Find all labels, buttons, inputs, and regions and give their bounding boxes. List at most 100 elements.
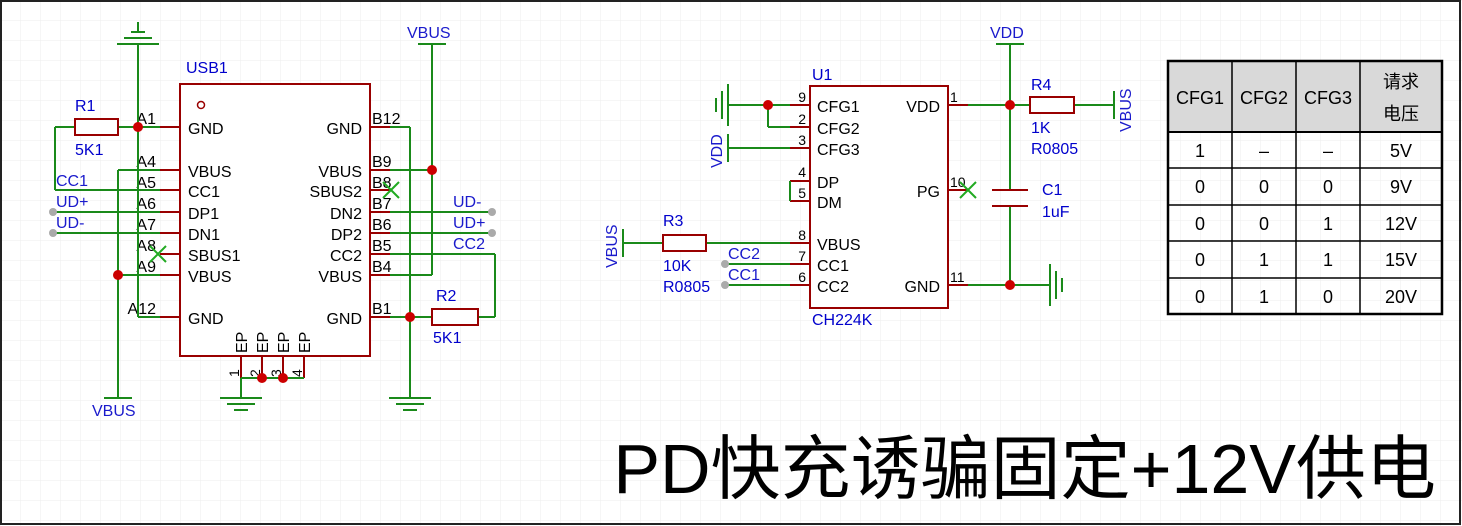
ic-pin-num-5: 5 [798,185,806,201]
no-connect-a8 [149,245,167,263]
r1-ref: R1 [75,98,96,115]
usb-pin-num-a12: A12 [128,301,157,318]
ground-symbol-ic-cfg [715,84,729,126]
usb-pin-num-a7: A7 [136,217,156,234]
table-frame [1166,59,1444,316]
usb-pin-num-b7: B7 [372,196,392,213]
table-header-request: 请求 [1383,72,1419,92]
resistor-r2: R2 5K1 [431,288,479,347]
ic-pin-num-2: 2 [798,111,806,127]
usb-pin-name-b7: DN2 [330,206,362,223]
table-cell: 9V [1390,177,1412,197]
ic-pin-name-vdd: VDD [906,99,940,116]
ground-symbol-usb-top [117,22,159,45]
usb-pin-num-b1: B1 [372,301,392,318]
net-label-vbus-bottom: VBUS [92,403,136,420]
net-label-vbus-r4: VBUS [1118,88,1135,132]
table-cell: 15V [1385,250,1417,270]
r4-package: R0805 [1031,141,1078,158]
usb-ep-label-3: EP [276,332,293,353]
net-label-vbus-top: VBUS [407,25,451,42]
usb-pin-num-a4: A4 [136,154,156,171]
usb-pin-num-a8: A8 [136,238,156,255]
usb-pin-num-b12: B12 [372,111,401,128]
ic-pin-num-9: 9 [798,89,806,105]
table-header-cfg3: CFG3 [1304,88,1352,108]
r3-package: R0805 [663,279,710,296]
usb-pin-name-b6: DP2 [331,227,362,244]
usb-pin-num-b4: B4 [372,259,392,276]
ic-ref: U1 [812,67,833,84]
usb-pin-num-b8: B8 [372,175,392,192]
ic-part: CH224K [812,312,873,329]
r2-ref: R2 [436,288,457,305]
net-label-udp-left: UD+ [56,194,88,211]
usb-ep-num-1: 1 [226,369,242,377]
usb-pin-name-a12: GND [188,311,224,328]
ic-pin-name-cfg2: CFG2 [817,121,860,138]
table-cell: 5V [1390,141,1412,161]
no-connect-pg [959,181,977,199]
net-label-cc1-ic: CC1 [728,267,760,284]
usb-pin-num-a5: A5 [136,175,156,192]
c1-ref: C1 [1042,182,1063,199]
ground-symbol-ic-gnd [1049,264,1063,306]
ic-body [809,85,949,309]
usb-pin-name-a6: DP1 [188,206,219,223]
capacitor-c1: C1 1uF [992,182,1070,221]
ic-pin-num-11: 11 [950,269,965,285]
usb-ep-num-3: 3 [268,369,284,377]
ic-pin-name-dp: DP [817,175,839,192]
net-label-cc2-ic: CC2 [728,246,760,263]
ic-pin-num-1: 1 [950,89,958,105]
table-cell: 0 [1323,287,1333,307]
cfg-table: CFG1 CFG2 CFG3 请求 电压 1 – – 5V 0 0 0 9V 0… [1166,59,1444,316]
table-header-voltage: 电压 [1383,104,1419,124]
usb-pin-name-b9: VBUS [318,164,362,181]
r4-ref: R4 [1031,77,1052,94]
usb-pin-name-b4: VBUS [318,269,362,286]
table-cell: 0 [1259,177,1269,197]
usb-ep-num-2: 2 [247,369,263,377]
resistor-r4: R4 1K R0805 [1029,77,1078,158]
usb-pin-name-a5: CC1 [188,184,220,201]
usb-pin-name-b12: GND [326,121,362,138]
ic-pin-name-dm: DM [817,195,842,212]
table-cell: 1 [1259,250,1269,270]
ic-pin-num-4: 4 [798,164,806,180]
usb-pin-num-b5: B5 [372,238,392,255]
usb-pin-num-a6: A6 [136,196,156,213]
usb-ref: USB1 [186,60,228,77]
table-header-cfg2: CFG2 [1240,88,1288,108]
ic-pin-name-cc2: CC2 [817,279,849,296]
usb-ep-label-4: EP [297,332,314,353]
net-label-udm-left: UD- [56,215,84,232]
usb-ep-label-2: EP [255,332,272,353]
ch224k-ic: U1 CH224K CFG1 9 CFG2 2 CFG3 3 DP 4 DM 5… [790,67,968,329]
ic-pin-name-cfg1: CFG1 [817,99,860,116]
ic-pin-name-cfg3: CFG3 [817,142,860,159]
table-cell: 0 [1323,177,1333,197]
r2-value: 5K1 [433,330,462,347]
resistor-r1: R1 5K1 [74,98,119,159]
table-header-bg [1168,61,1442,132]
usb-pin-name-a4: VBUS [188,164,232,181]
usb-pin-name-b5: CC2 [330,248,362,265]
table-cell: 0 [1195,287,1205,307]
usb-pin-name-b1: GND [326,311,362,328]
table-cell: 20V [1385,287,1417,307]
usb-pin-name-a8: SBUS1 [188,248,241,265]
ic-pin-num-8: 8 [798,227,806,243]
table-cell: 1 [1323,214,1333,234]
table-cell: 0 [1195,177,1205,197]
usb-pin-num-b9: B9 [372,154,392,171]
net-label-cc2-right: CC2 [453,236,485,253]
net-label-udm-right: UD- [453,194,481,211]
c1-value: 1uF [1042,204,1070,221]
ground-symbol-usb-right [389,397,431,411]
table-cell: – [1259,141,1269,161]
ic-pin-name-pg: PG [917,184,940,201]
ic-pin-name-gnd: GND [904,279,940,296]
usb-connector: USB1 GND A1 VBUS A4 CC1 A5 DP1 A6 DN1 [128,60,401,378]
